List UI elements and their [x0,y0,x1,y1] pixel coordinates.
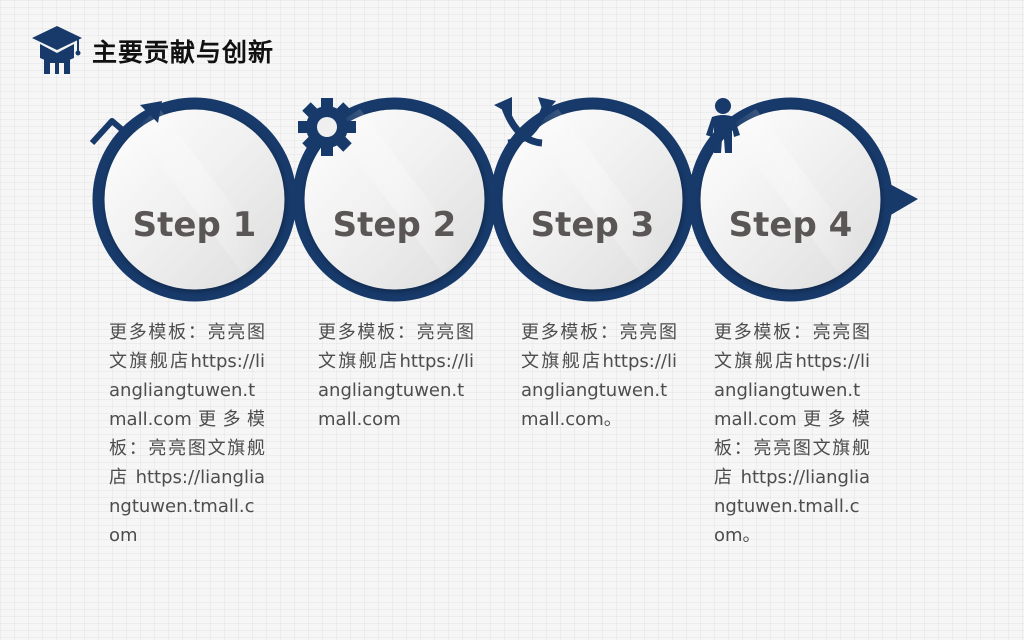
step-card-4: Step 4 [688,97,918,302]
step-description-2: 更多模板：亮亮图文旗舰店https://liangliangtuwen.tmal… [318,322,474,430]
step-label: Step 1 [132,205,257,245]
step-description-3: 更多模板：亮亮图文旗舰店https://liangliangtuwen.tmal… [521,322,677,430]
step-circle-1 [92,97,322,302]
page-title: 主要贡献与创新 [92,38,275,67]
step-description-1: 更多模板：亮亮图文旗舰店https://liangliangtuwen.tmal… [109,322,265,546]
crossed-arrows-icon [494,97,556,147]
step-card-2: Step 2 [292,97,522,302]
step-circle-3 [490,97,720,302]
trend-arrow-icon [89,101,162,146]
step-label: Step 4 [728,205,853,245]
slide-header: 主要贡献与创新 [30,22,430,76]
step-card-1: Step 1 [89,97,322,302]
step-label: Step 3 [530,205,655,245]
step-card-3: Step 3 [490,97,720,302]
gear-icon [298,98,356,156]
step-label: Step 2 [332,205,457,245]
graduation-cap-icon [32,26,82,74]
person-icon [706,98,740,153]
step-circle-4 [688,97,918,302]
step-description-4: 更多模板：亮亮图文旗舰店https://liangliangtuwen.tmal… [714,322,870,546]
